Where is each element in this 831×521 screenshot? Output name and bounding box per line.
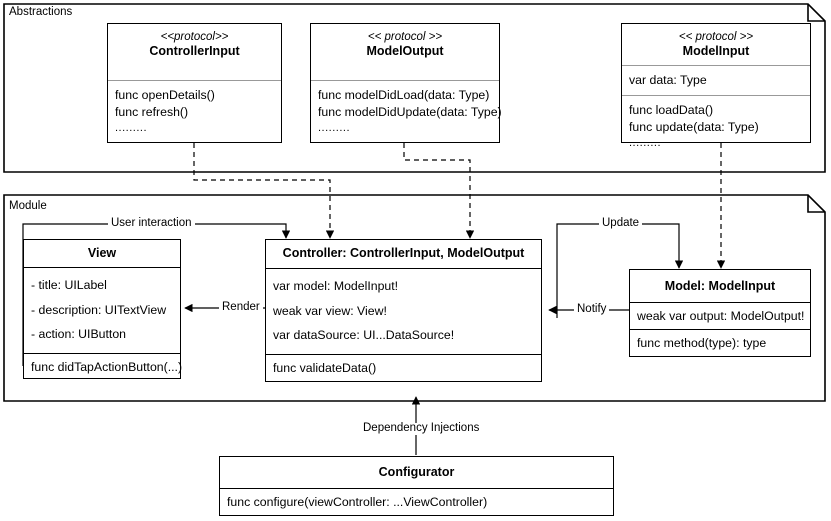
class-controllerinput[interactable]: <<protocol>> ControllerInput func openDe… — [107, 23, 282, 143]
dep-modeloutput-to-controller — [403, 143, 475, 239]
abstractions-frame-label: Abstractions — [9, 6, 73, 18]
class-controllerinput-stereotype: <<protocol>> — [160, 31, 229, 43]
attribute-row: var data: Type — [629, 73, 707, 87]
method-row: func update(data: Type) — [629, 119, 759, 134]
class-controllerinput-name: ControllerInput — [149, 44, 240, 59]
method-row: func refresh() — [115, 104, 189, 119]
class-model-separator-2 — [630, 329, 810, 330]
class-model-separator-1 — [630, 302, 810, 303]
edge-label-render: Render — [219, 301, 263, 314]
class-controller-name: Controller: ControllerInput, ModelOutput — [282, 246, 525, 261]
class-configurator-name: Configurator — [378, 465, 455, 480]
class-controller-method-row: func validateData() — [273, 361, 377, 375]
edge-label-dependency-injections: Dependency Injections — [360, 422, 483, 435]
edge-label-user-interaction: User interaction — [108, 217, 195, 230]
class-configurator-method-row: func configure(viewController: ...ViewCo… — [227, 495, 488, 509]
class-controller-separator-1 — [266, 267, 541, 269]
method-row: func loadData() — [629, 102, 714, 117]
class-controller-attributes: var model: ModelInput! weak var view: Vi… — [266, 269, 541, 354]
attribute-row: var dataSource: UI...DataSource! — [273, 328, 455, 343]
class-model-attribute-row: weak var output: ModelOutput! — [637, 309, 805, 323]
class-modeloutput-header: << protocol >> ModelOutput — [311, 24, 499, 80]
method-row: func modelDidUpdate(data: Type) — [318, 104, 502, 119]
class-modelinput-separator-1 — [622, 65, 810, 66]
class-controller-separator-2 — [266, 354, 541, 355]
attribute-row: weak var view: View! — [273, 303, 387, 318]
class-view[interactable]: View - title: UILabel - description: UIT… — [23, 239, 183, 379]
class-controllerinput-header: <<protocol>> ControllerInput — [108, 24, 281, 80]
attribute-row: - action: UIButton — [31, 327, 127, 342]
class-view-method-row: func didTapActionButton(...) — [31, 360, 183, 375]
class-model-method-row: func method(type): type — [637, 336, 767, 350]
attribute-row: var model: ModelInput! — [273, 279, 399, 294]
method-row-ellipsis: ......... — [629, 136, 662, 149]
method-row: func modelDidLoad(data: Type) — [318, 87, 490, 102]
class-view-separator-2 — [24, 353, 180, 355]
module-frame-label: Module — [9, 200, 47, 212]
abstractions-frame-fold — [807, 4, 825, 22]
class-model[interactable]: Model: ModelInput weak var output: Model… — [629, 269, 811, 357]
method-row-ellipsis: ......... — [318, 121, 351, 134]
class-configurator-separator — [220, 488, 613, 489]
class-modelinput-name: ModelInput — [682, 44, 750, 59]
class-modelinput[interactable]: << protocol >> ModelInput var data: Type… — [621, 23, 811, 149]
class-modelinput-attributes: var data: Type — [622, 66, 810, 95]
class-modeloutput-stereotype: << protocol >> — [367, 31, 443, 43]
method-row: func openDetails() — [115, 87, 215, 102]
class-controllerinput-methods: func openDetails() func refresh() ......… — [108, 81, 281, 142]
class-controller[interactable]: Controller: ControllerInput, ModelOutput… — [265, 239, 542, 382]
dep-controllerinput-to-controller — [193, 143, 335, 239]
attribute-row: - description: UITextView — [31, 302, 167, 317]
class-controllerinput-separator — [108, 79, 281, 81]
edge-label-notify: Notify — [574, 303, 610, 316]
class-modeloutput[interactable]: << protocol >> ModelOutput func modelDid… — [310, 23, 502, 143]
class-view-attributes: - title: UILabel - description: UITextVi… — [24, 268, 180, 353]
class-view-separator-1 — [24, 266, 180, 268]
class-modeloutput-separator — [311, 79, 499, 81]
class-modeloutput-methods: func modelDidLoad(data: Type) func model… — [311, 81, 502, 142]
module-frame-fold — [807, 195, 825, 213]
attribute-row: - title: UILabel — [31, 278, 107, 293]
class-model-name: Model: ModelInput — [664, 278, 776, 293]
class-modelinput-stereotype: << protocol >> — [678, 31, 754, 43]
class-configurator[interactable]: Configurator func configure(viewControll… — [219, 456, 614, 516]
class-view-name: View — [87, 246, 117, 260]
method-row-ellipsis: ......... — [115, 121, 148, 134]
class-modelinput-header: << protocol >> ModelInput — [622, 24, 810, 65]
edge-label-update: Update — [599, 217, 643, 230]
class-modelinput-separator-2 — [622, 94, 810, 96]
class-modelinput-methods: func loadData() func update(data: Type) … — [622, 96, 810, 157]
class-modeloutput-name: ModelOutput — [366, 44, 444, 59]
